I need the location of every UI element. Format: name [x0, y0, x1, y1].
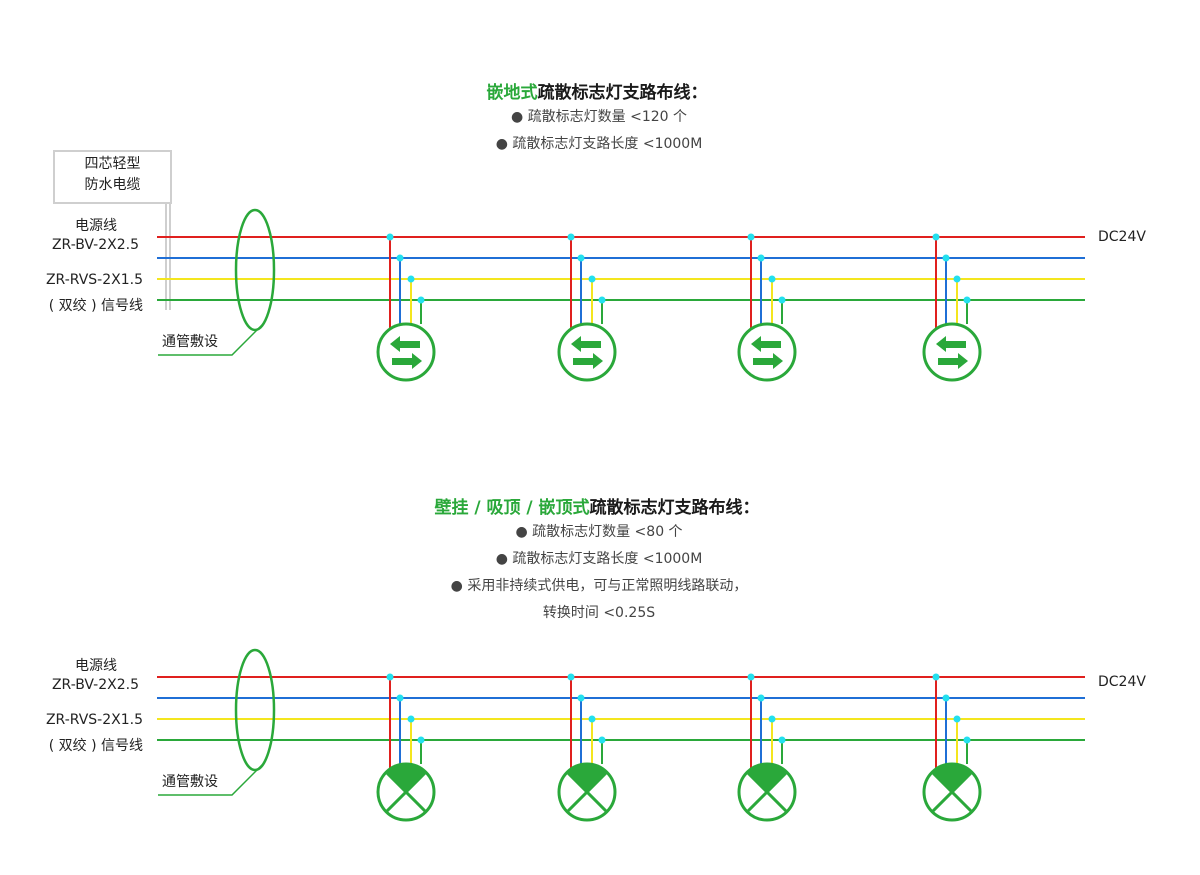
junction-node [768, 715, 776, 723]
cable-type-box: 四芯轻型 防水电缆 [53, 150, 172, 204]
section1-conduit-label: 通管敷设 [162, 334, 218, 350]
section2-title-highlight: 壁挂 / 吸顶 / 嵌顶式 [434, 498, 590, 518]
section2-conduit-label: 通管敷设 [162, 774, 218, 790]
arrow-right-icon [392, 353, 422, 369]
junction-node [747, 233, 755, 241]
lamp-top-sector [747, 764, 787, 792]
junction-node [757, 694, 765, 702]
junction-node [778, 296, 786, 304]
section1-wiring [157, 208, 1085, 382]
luminaire-4 [922, 233, 982, 382]
section2-bullet-count: ● 疏散标志灯数量 <80 个 [515, 524, 683, 540]
junction-node [757, 254, 765, 262]
junction-node [577, 254, 585, 262]
conduit-leader-line [158, 324, 263, 356]
section1-bullet-count: ● 疏散标志灯数量 <120 个 [510, 109, 688, 125]
lamp-top-sector [567, 764, 607, 792]
junction-node [577, 694, 585, 702]
junction-node [396, 254, 404, 262]
junction-node [778, 736, 786, 744]
junction-node [768, 275, 776, 283]
arrow-left-icon [390, 336, 420, 352]
junction-node [932, 673, 940, 681]
junction-node [386, 233, 394, 241]
luminaire-2 [557, 673, 617, 822]
arrow-right-icon [753, 353, 783, 369]
section1-signal-label-1: ZR-RVS-2X1.5 [45, 272, 143, 288]
section1-power-label-2: ZR-BV-2X2.5 [51, 237, 139, 253]
arrow-right-icon [573, 353, 603, 369]
cable-type-line1: 四芯轻型 [84, 156, 141, 172]
junction-node [588, 715, 596, 723]
luminaire-4 [922, 673, 982, 822]
junction-node [942, 254, 950, 262]
conduit-ellipse [234, 648, 276, 772]
junction-node [747, 673, 755, 681]
junction-node [386, 673, 394, 681]
section2-title-rest: 疏散标志灯支路布线： [589, 498, 760, 518]
junction-node [417, 736, 425, 744]
lamp-top-sector [386, 764, 426, 792]
section2-bullet-length: ● 疏散标志灯支路长度 <1000M [495, 551, 703, 567]
section2-bullet-switch: 转换时间 <0.25S [542, 605, 656, 621]
lamp-top-sector [932, 764, 972, 792]
luminaire-1 [376, 673, 436, 822]
junction-node [963, 296, 971, 304]
junction-node [942, 694, 950, 702]
junction-node [932, 233, 940, 241]
section2-voltage-label: DC24V [1098, 674, 1146, 690]
arrow-left-icon [751, 336, 781, 352]
section2-signal-label-1: ZR-RVS-2X1.5 [45, 712, 143, 728]
cable-type-line2: 防水电缆 [84, 177, 141, 193]
junction-node [407, 715, 415, 723]
lamp-body [922, 322, 982, 382]
section1-title: 嵌地式疏散标志灯支路布线： [487, 78, 708, 103]
junction-node [953, 275, 961, 283]
arrow-right-icon [938, 353, 968, 369]
junction-node [567, 233, 575, 241]
section2-signal-label-2: ( 双绞 ) 信号线 [48, 738, 143, 754]
section1-title-rest: 疏散标志灯支路布线： [537, 83, 708, 103]
junction-node [396, 694, 404, 702]
junction-node [963, 736, 971, 744]
junction-node [567, 673, 575, 681]
arrow-left-icon [571, 336, 601, 352]
junction-node [588, 275, 596, 283]
conduit-leader-line [158, 764, 263, 796]
lamp-body [737, 322, 797, 382]
luminaire-3 [737, 673, 797, 822]
section1-signal-label-2: ( 双绞 ) 信号线 [48, 298, 143, 314]
conduit-ellipse [234, 208, 276, 332]
section2-power-label-1: 电源线 [75, 658, 117, 674]
junction-node [598, 296, 606, 304]
junction-node [598, 736, 606, 744]
junction-node [407, 275, 415, 283]
junction-node [953, 715, 961, 723]
section2-title: 壁挂 / 吸顶 / 嵌顶式疏散标志灯支路布线： [434, 493, 759, 518]
luminaire-1 [376, 233, 436, 382]
section2-bullet-supply: ● 采用非持续式供电，可与正常照明线路联动， [450, 578, 748, 594]
luminaire-2 [557, 233, 617, 382]
section1-power-label-1: 电源线 [75, 218, 117, 234]
section1-title-highlight: 嵌地式 [486, 83, 538, 103]
junction-node [417, 296, 425, 304]
section1-bullet-length: ● 疏散标志灯支路长度 <1000M [495, 136, 703, 152]
section2-wiring [157, 648, 1085, 822]
lamp-body [376, 322, 436, 382]
arrow-left-icon [936, 336, 966, 352]
section2-power-label-2: ZR-BV-2X2.5 [51, 677, 139, 693]
section1-voltage-label: DC24V [1098, 229, 1146, 245]
luminaire-3 [737, 233, 797, 382]
lamp-body [557, 322, 617, 382]
